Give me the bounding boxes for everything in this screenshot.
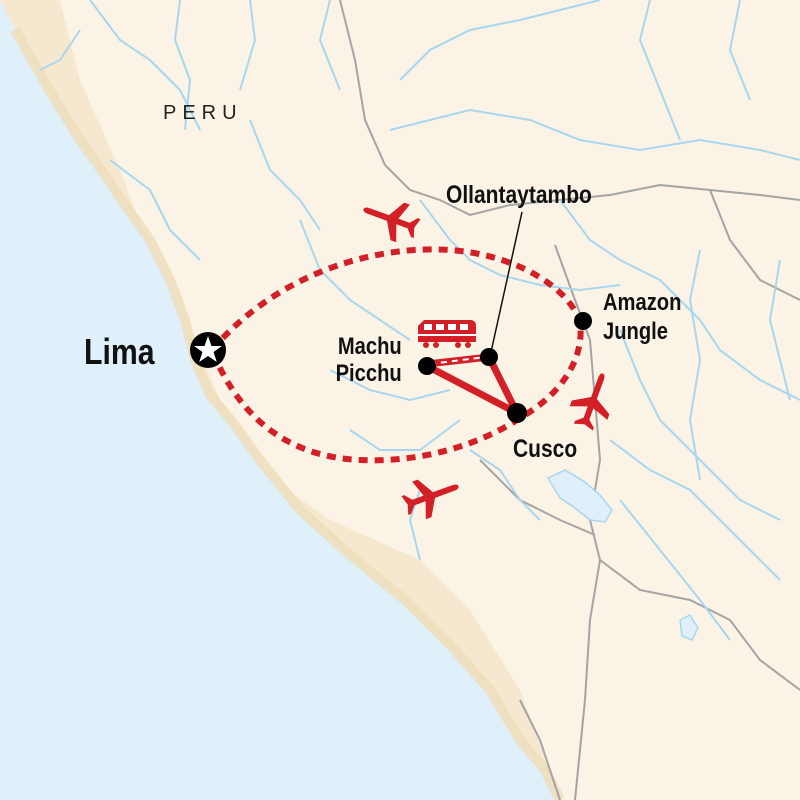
amazon-jungle-marker [574, 312, 592, 330]
place-label-cusco: Cusco [513, 435, 578, 463]
ground-route [425, 353, 521, 417]
plane-icon [363, 202, 421, 243]
lake-titicaca [546, 469, 613, 523]
place-label-amazon-jungle: Amazon Jungle [603, 288, 681, 346]
country-label-peru: PERU [163, 102, 243, 124]
cusco-marker [507, 403, 527, 423]
machu-picchu-marker [418, 357, 436, 375]
machu-picchu-line1: Machu [338, 333, 402, 360]
rail-ties [429, 356, 487, 365]
train-icon [418, 320, 476, 348]
star-marker-icon [190, 332, 226, 368]
ollantaytambo-leader-line [490, 211, 523, 353]
machu-picchu-line2: Picchu [335, 360, 402, 387]
ollantaytambo-cusco-road [485, 355, 521, 415]
place-label-ollantaytambo: Ollantaytambo [446, 181, 592, 209]
inland-region [60, 0, 800, 800]
coastal-strip [10, 27, 565, 800]
place-label-machu-picchu: Machu Picchu [336, 333, 402, 387]
rivers [39, 0, 800, 641]
plane-icon [401, 479, 459, 520]
pacific-ocean [0, 0, 560, 800]
amazon-line2: Jungle [603, 318, 668, 345]
cusco-machu-road [425, 362, 519, 417]
ollantaytambo-marker [480, 348, 498, 366]
plane-icon [569, 373, 610, 431]
place-label-lima: Lima [84, 331, 155, 372]
amazon-line1: Amazon [603, 289, 682, 316]
lake-small [679, 614, 699, 641]
